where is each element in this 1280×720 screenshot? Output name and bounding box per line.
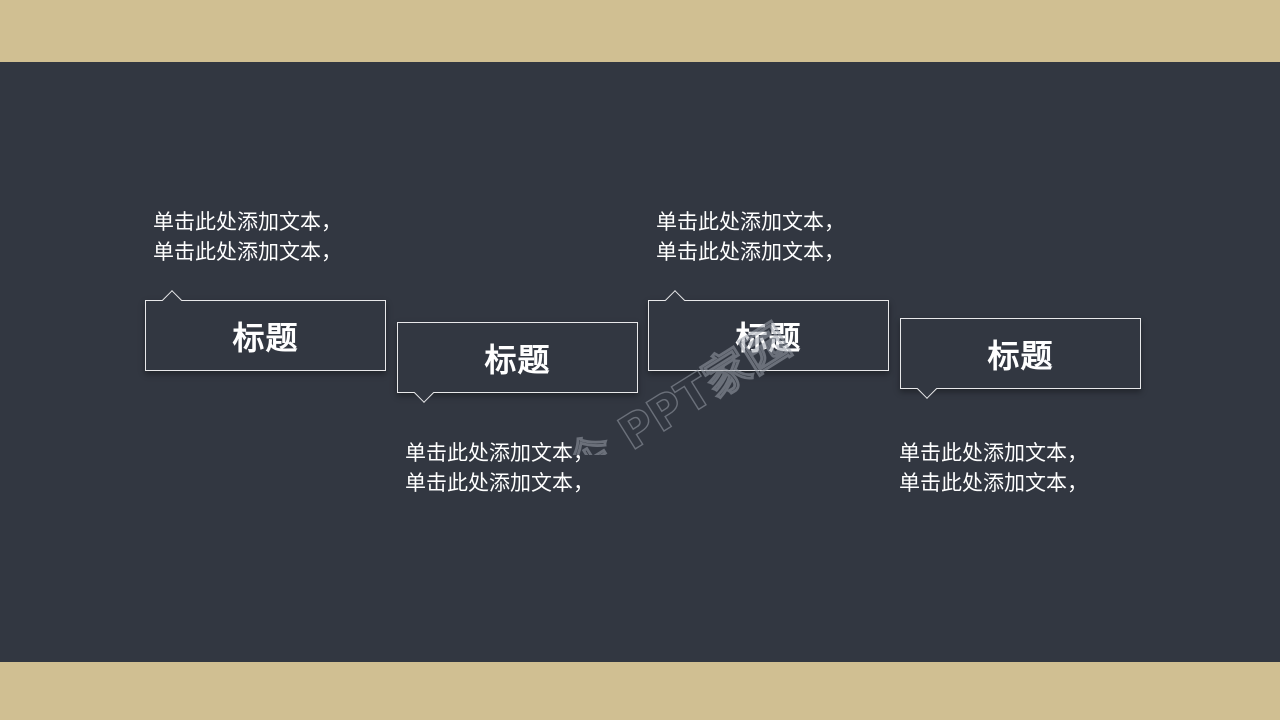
- item-4-description: 单击此处添加文本， 单击此处添加文本，: [899, 438, 1088, 498]
- item-2-text-line-2: 单击此处添加文本，: [405, 471, 594, 495]
- item-3-text-line-2: 单击此处添加文本，: [656, 240, 845, 264]
- item-4-title: 标题: [987, 336, 1054, 375]
- item-1-description: 单击此处添加文本， 单击此处添加文本，: [153, 207, 342, 267]
- top-accent-band: [0, 0, 1280, 62]
- item-4-title-box[interactable]: 标题: [900, 318, 1141, 399]
- item-1-title-box[interactable]: 标题: [145, 290, 386, 371]
- item-3-description: 单击此处添加文本， 单击此处添加文本，: [656, 207, 845, 267]
- item-2-title: 标题: [484, 340, 551, 379]
- item-3-title: 标题: [735, 318, 802, 357]
- item-3-text-line-1: 单击此处添加文本，: [656, 210, 845, 234]
- item-2-text-line-1: 单击此处添加文本，: [405, 441, 594, 465]
- item-2-description: 单击此处添加文本， 单击此处添加文本，: [405, 438, 594, 498]
- bottom-accent-band: [0, 662, 1280, 720]
- item-1-text-line-2: 单击此处添加文本，: [153, 240, 342, 264]
- item-4-text-line-2: 单击此处添加文本，: [899, 471, 1088, 495]
- item-2-title-box[interactable]: 标题: [397, 322, 638, 403]
- item-3-title-box[interactable]: 标题: [648, 290, 889, 371]
- item-4-text-line-1: 单击此处添加文本，: [899, 441, 1088, 465]
- item-1-text-line-1: 单击此处添加文本，: [153, 210, 342, 234]
- slide-body: [0, 62, 1280, 662]
- watermark-logo: 企 PPT家园: [556, 313, 800, 455]
- watermark-text: 企 PPT家园: [556, 314, 799, 455]
- item-1-title: 标题: [232, 318, 299, 357]
